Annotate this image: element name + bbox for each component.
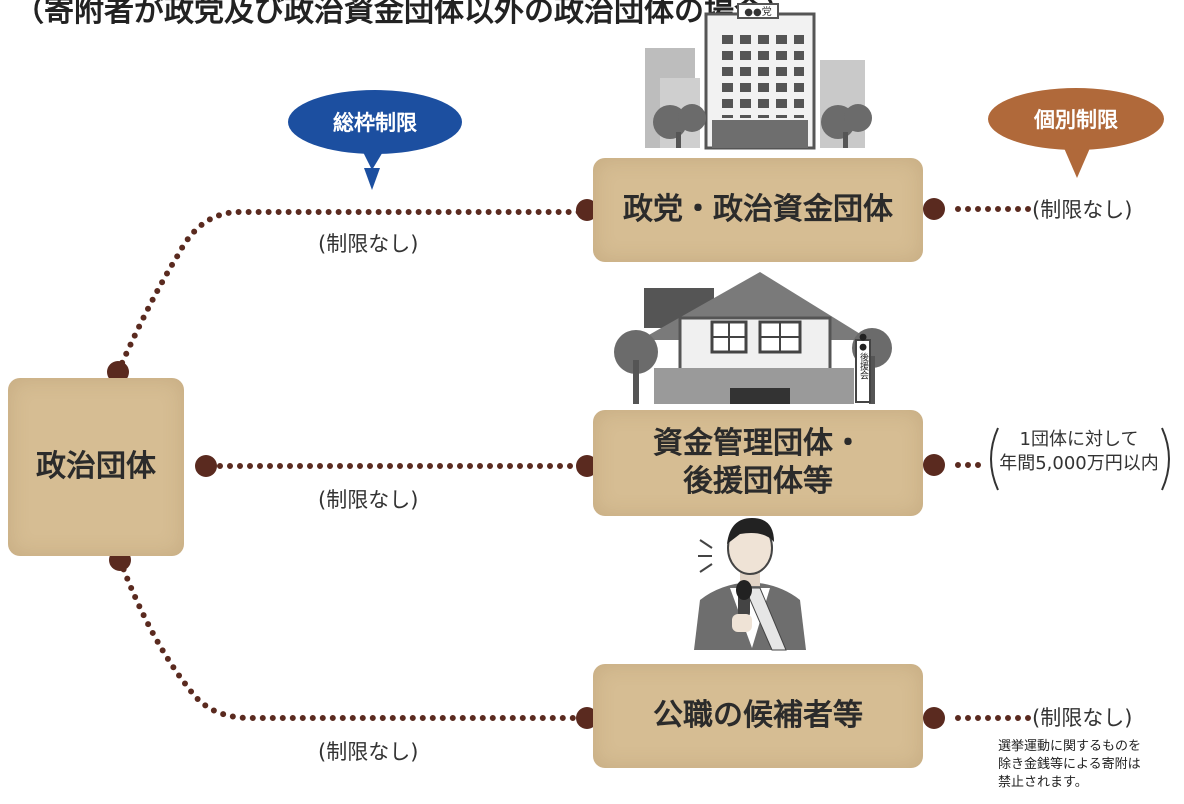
individual-bubble-pointer bbox=[1064, 148, 1090, 178]
candidate-footnote-line1: 選挙運動に関するものを bbox=[998, 739, 1142, 754]
support-sign-text: ●●後援会 bbox=[858, 333, 869, 381]
candidate-footnote: 選挙運動に関するものを 除き金銭等による寄附は 禁止されます。 bbox=[998, 738, 1141, 792]
aggregate-bubble-pointer bbox=[364, 168, 380, 190]
party-sign-text: ●●党 bbox=[744, 5, 771, 18]
limit-bracket-right bbox=[1161, 427, 1170, 491]
candidate-left-note: (制限なし) bbox=[318, 740, 419, 764]
support-limit-note: 1団体に対して 年間5,000万円以内 bbox=[986, 428, 1172, 490]
target-support-label-line2: 後援団体等 bbox=[683, 464, 833, 499]
target-candidate-label: 公職の候補者等 bbox=[653, 697, 863, 733]
candidate-footnote-line3: 禁止されます。 bbox=[998, 775, 1088, 790]
connector-lines bbox=[115, 206, 1033, 721]
candidate-right-note: (制限なし) bbox=[1032, 706, 1133, 730]
support-left-note: (制限なし) bbox=[318, 488, 419, 512]
origin-political-group-box: 政治団体 bbox=[8, 378, 184, 556]
candidate-footnote-line2: 除き金銭等による寄附は bbox=[998, 757, 1141, 772]
party-building-illustration: ●●党 bbox=[645, 3, 872, 150]
target-support-label-line1: 資金管理団体・ bbox=[653, 425, 863, 461]
support-limit-line2: 年間5,000万円以内 bbox=[999, 453, 1159, 474]
target-support-group-box: 資金管理団体・ 後援団体等 bbox=[593, 410, 923, 516]
party-right-note: (制限なし) bbox=[1032, 198, 1133, 222]
connector-to-candidate bbox=[117, 557, 583, 721]
target-candidate-box: 公職の候補者等 bbox=[593, 664, 923, 768]
page-title: （寄附者が政党及び政治資金団体以外の政治団体の場合） bbox=[14, 0, 794, 29]
aggregate-limit-bubble: 総枠制限 bbox=[288, 90, 462, 154]
origin-label: 政治団体 bbox=[36, 448, 156, 484]
candidate-illustration bbox=[694, 518, 806, 651]
support-limit-line1: 1団体に対して bbox=[1019, 429, 1139, 450]
target-party-box: 政党・政治資金団体 bbox=[593, 158, 923, 262]
individual-limit-bubble: 個別制限 bbox=[988, 88, 1164, 150]
support-group-house-illustration: ●●後援会 bbox=[614, 272, 892, 404]
connector-to-party bbox=[115, 209, 583, 375]
target-party-label: 政党・政治資金団体 bbox=[623, 191, 893, 227]
limit-bracket-left bbox=[990, 427, 999, 491]
party-left-note: (制限なし) bbox=[318, 232, 419, 256]
